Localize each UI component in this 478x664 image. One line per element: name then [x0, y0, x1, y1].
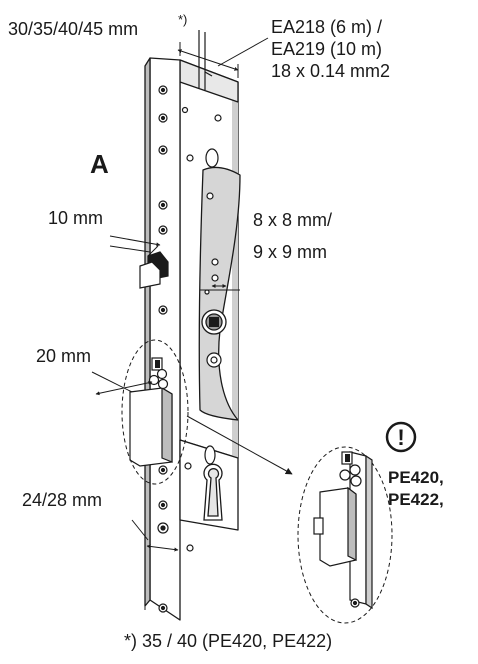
- cable-label-line3: 18 x 0.14 mm2: [271, 61, 390, 81]
- footnote: *) 35 / 40 (PE420, PE422): [124, 631, 332, 651]
- cable-label-line1: EA218 (6 m) /: [271, 17, 382, 37]
- cable-label-line2: EA219 (10 m): [271, 39, 382, 59]
- spindle-label-line2: 9 x 9 mm: [253, 242, 327, 262]
- faceplate-screws: [157, 85, 169, 613]
- model-label-2: PE422,: [388, 490, 444, 509]
- dimension-lines: [91, 37, 293, 620]
- spindle-hub: [201, 309, 227, 335]
- dead-bolt: [129, 357, 173, 467]
- case-holes: [181, 106, 222, 552]
- lock-body: [144, 57, 241, 621]
- warning-icon: !: [385, 421, 417, 453]
- detail-highlight: [121, 339, 189, 485]
- model-label-1: PE420,: [388, 468, 444, 487]
- cylinder-cutout: [203, 463, 223, 521]
- backset-label: 30/35/40/45 mm: [8, 19, 138, 39]
- detail-inset: [297, 446, 393, 624]
- latch-dimension-label: 10 mm: [48, 208, 103, 228]
- spindle-label-line1: 8 x 8 mm/: [253, 210, 332, 230]
- backset-footnote-mark: *): [178, 12, 187, 27]
- view-label: A: [90, 149, 109, 179]
- bolt-dimension-label: 20 mm: [36, 346, 91, 366]
- upper-latch: [139, 251, 169, 289]
- warning-symbol: !: [397, 425, 404, 450]
- faceplate-width-label: 24/28 mm: [22, 490, 102, 510]
